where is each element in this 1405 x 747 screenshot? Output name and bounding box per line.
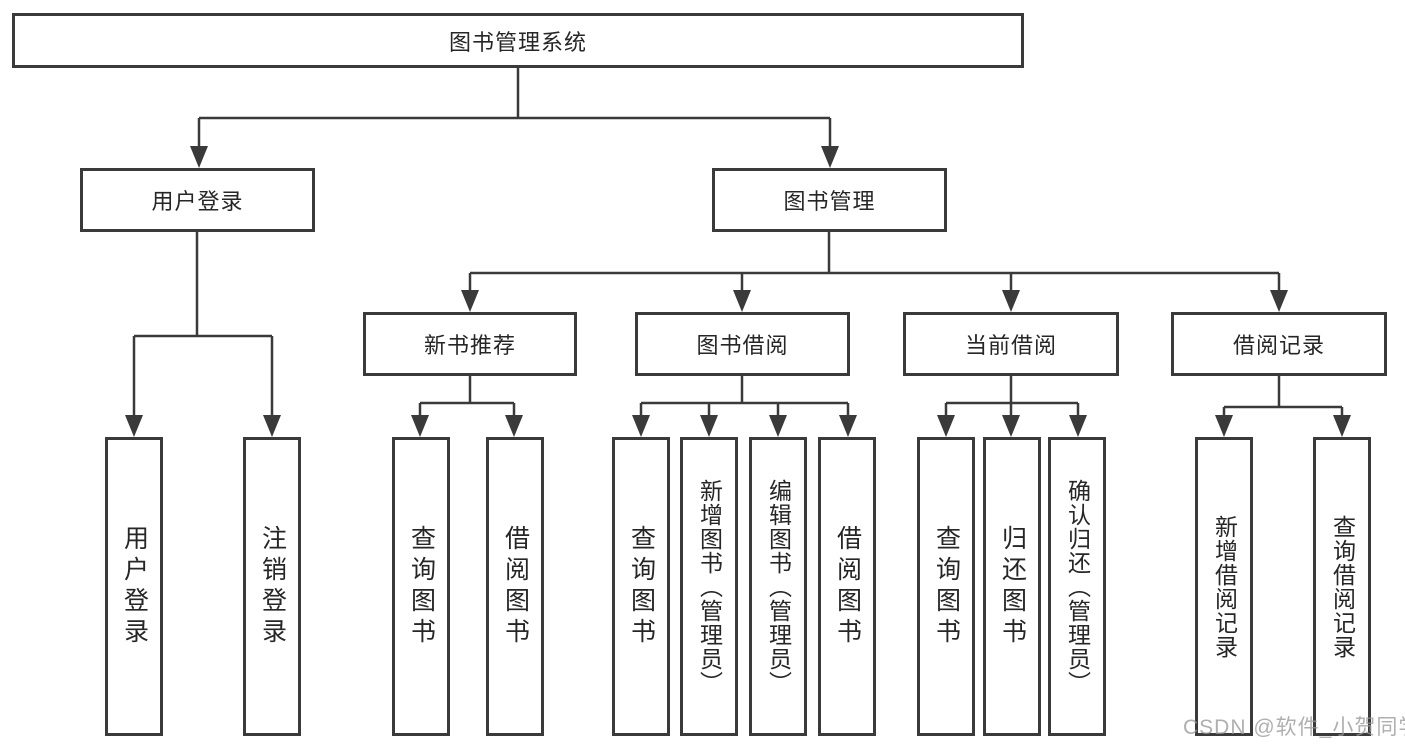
node-new-book-recommend-label: 新书推荐: [423, 333, 516, 358]
connector-root-split: [199, 68, 830, 120]
node-book-borrow: 图书借阅: [635, 312, 850, 376]
node-current-borrow-label: 当前借阅: [964, 333, 1057, 358]
node-borrow-records: 借阅记录: [1171, 312, 1387, 376]
leaf-user-login-label: 用户登录: [120, 524, 149, 649]
watermark: CSDN @软件_小贺同学: [1183, 716, 1405, 739]
leaf-query-books-3-label: 查询图书: [932, 524, 961, 649]
node-new-book-recommend: 新书推荐: [363, 312, 577, 376]
node-book-borrow-label: 图书借阅: [696, 333, 789, 358]
node-borrow-records-label: 借阅记录: [1232, 333, 1325, 358]
node-current-borrow: 当前借阅: [903, 312, 1119, 376]
leaf-add-book-admin-label: 新增图书（管理员）: [696, 478, 723, 695]
leaf-query-books-2: 查询图书: [612, 437, 670, 736]
leaf-edit-book-admin-label: 编辑图书（管理员）: [765, 478, 792, 695]
leaf-confirm-return-admin-label: 确认归还（管理员）: [1064, 478, 1091, 695]
node-book-management-label: 图书管理: [783, 189, 876, 214]
leaf-query-books-2-label: 查询图书: [627, 524, 656, 649]
leaf-borrow-books-2-label: 借阅图书: [833, 524, 862, 649]
leaf-logout-label: 注销登录: [258, 524, 287, 649]
connector-book-management-split: [470, 232, 1279, 275]
connector-borrow-records-split: [1224, 376, 1342, 409]
leaf-edit-book-admin: 编辑图书（管理员）: [749, 437, 807, 736]
node-root-label: 图书管理系统: [448, 29, 587, 55]
connector-book-borrow-split: [641, 376, 848, 405]
connector-user-login-split: [134, 232, 272, 338]
leaf-add-book-admin: 新增图书（管理员）: [680, 437, 738, 736]
leaf-borrow-books-1: 借阅图书: [486, 437, 544, 736]
leaf-add-borrow-record: 新增借阅记录: [1195, 437, 1253, 736]
leaf-confirm-return-admin: 确认归还（管理员）: [1048, 437, 1106, 736]
node-user-login: 用户登录: [80, 168, 315, 232]
connector-current-borrow-split: [946, 376, 1078, 405]
leaf-query-books-1-label: 查询图书: [407, 524, 436, 649]
leaf-return-book-label: 归还图书: [998, 524, 1027, 649]
leaf-query-borrow-record: 查询借阅记录: [1313, 437, 1371, 736]
leaf-borrow-books-1-label: 借阅图书: [501, 524, 530, 649]
node-root-system: 图书管理系统: [12, 13, 1024, 68]
leaf-borrow-books-2: 借阅图书: [818, 437, 876, 736]
connector-new-book-split: [420, 376, 514, 405]
leaf-user-login: 用户登录: [105, 437, 163, 736]
leaf-return-book: 归还图书: [983, 437, 1041, 736]
leaf-add-borrow-record-label: 新增借阅记录: [1211, 514, 1238, 659]
leaf-query-books-3: 查询图书: [917, 437, 975, 736]
leaf-query-borrow-record-label: 查询借阅记录: [1329, 514, 1356, 659]
leaf-logout: 注销登录: [243, 437, 301, 736]
node-book-management: 图书管理: [712, 168, 947, 232]
leaf-query-books-1: 查询图书: [392, 437, 450, 736]
node-user-login-label: 用户登录: [151, 189, 244, 214]
